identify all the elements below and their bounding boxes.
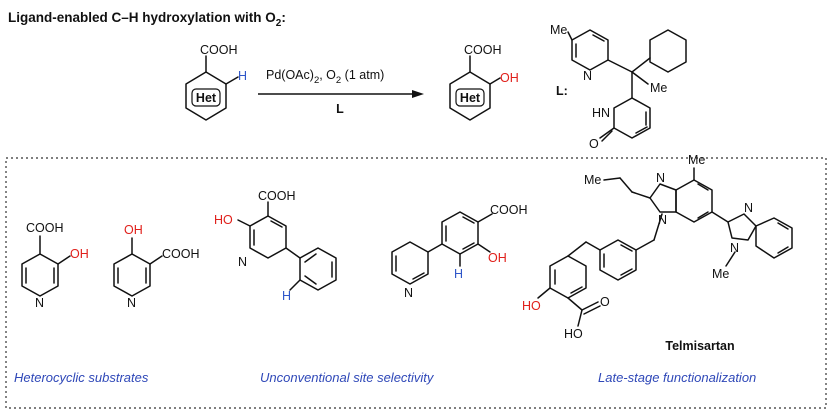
example-3-n: N	[238, 255, 247, 269]
example-1-n: N	[35, 296, 44, 310]
substrate-molecule: COOH H Het	[185, 43, 247, 121]
example-2-oh: OH	[124, 223, 143, 237]
example-4-benzene	[441, 211, 479, 255]
scheme-title: Ligand-enabled C–H hydroxylation with O2…	[8, 10, 286, 29]
product-molecule: COOH OH Het	[449, 43, 519, 121]
substrate-h: H	[238, 69, 247, 83]
example-3-phenyl	[299, 247, 337, 291]
example-2-n: N	[127, 296, 136, 310]
example-4-oh: OH	[488, 251, 507, 265]
substrate-acid: COOH	[200, 43, 238, 57]
telmi-n3: N	[744, 201, 753, 215]
example-4-molecule: COOH OH H N	[391, 203, 528, 300]
example-3-acid: COOH	[258, 189, 296, 203]
example-3-pyridine	[249, 215, 287, 259]
telmi-imidazole-2	[727, 213, 757, 241]
telmi-me-top: Me	[688, 153, 705, 167]
example-3-ho: HO	[214, 213, 233, 227]
reaction-arrow	[258, 90, 424, 98]
reaction-conditions: Pd(OAc)2, O2 (1 atm)	[266, 68, 384, 86]
ligand-structure: L: Me N Me HN O	[550, 23, 687, 151]
telmi-ho-acid: HO	[564, 327, 583, 341]
ligand-n-pyr: N	[583, 69, 592, 83]
ligand-pyridone	[613, 97, 651, 139]
telmi-me-prop: Me	[584, 173, 601, 187]
example-3-molecule: COOH HO N H	[214, 189, 337, 303]
product-oh: OH	[500, 71, 519, 85]
title-text: Ligand-enabled C–H hydroxylation with O	[8, 10, 276, 25]
telmi-n2: N	[658, 213, 667, 227]
example-4-pyridine	[391, 241, 429, 285]
telmi-n4: N	[730, 241, 739, 255]
examples-box	[5, 157, 827, 409]
title-sub: 2	[276, 18, 282, 29]
telmisartan-molecule: Me N N Me N N Me HO	[522, 153, 793, 353]
caption-left: Heterocyclic substrates	[14, 370, 149, 385]
telmi-benz-ring-1	[675, 179, 713, 223]
example-4-h: H	[454, 267, 463, 281]
ligand-hn: HN	[592, 106, 610, 120]
example-1-molecule: COOH OH N	[21, 221, 89, 310]
telmi-n1: N	[656, 171, 665, 185]
telmisartan-name: Telmisartan	[665, 339, 734, 353]
example-4-acid: COOH	[490, 203, 528, 217]
caption-right: Late-stage functionalization	[598, 370, 756, 385]
ligand-o: O	[589, 137, 599, 151]
telmi-phenyl-mid	[599, 239, 637, 281]
ligand-me-top: Me	[550, 23, 567, 37]
example-4-n: N	[404, 286, 413, 300]
telmi-benz-ring-2	[755, 217, 793, 259]
product-het-label: Het	[460, 91, 481, 105]
example-1-oh: OH	[70, 247, 89, 261]
ligand-pyridine	[571, 29, 609, 71]
ligand-label: L:	[556, 84, 568, 98]
ligand-cyclohexyl	[649, 29, 687, 73]
telmi-me-n: Me	[712, 267, 729, 281]
telmi-imidazole-1	[649, 183, 677, 213]
telmi-ho: HO	[522, 299, 541, 313]
example-2-molecule: OH COOH N	[113, 223, 200, 310]
example-3-h: H	[282, 289, 291, 303]
caption-mid: Unconventional site selectivity	[260, 370, 435, 385]
example-1-acid: COOH	[26, 221, 64, 235]
example-1-ring	[21, 253, 59, 297]
telmi-o-acid: O	[600, 295, 610, 309]
ligand-me-quat: Me	[650, 81, 667, 95]
reaction-ligand-letter: L	[336, 102, 344, 116]
substrate-het-label: Het	[196, 91, 217, 105]
example-2-acid: COOH	[162, 247, 200, 261]
product-acid: COOH	[464, 43, 502, 57]
example-2-ring	[113, 253, 151, 297]
title-tail: :	[281, 10, 286, 25]
